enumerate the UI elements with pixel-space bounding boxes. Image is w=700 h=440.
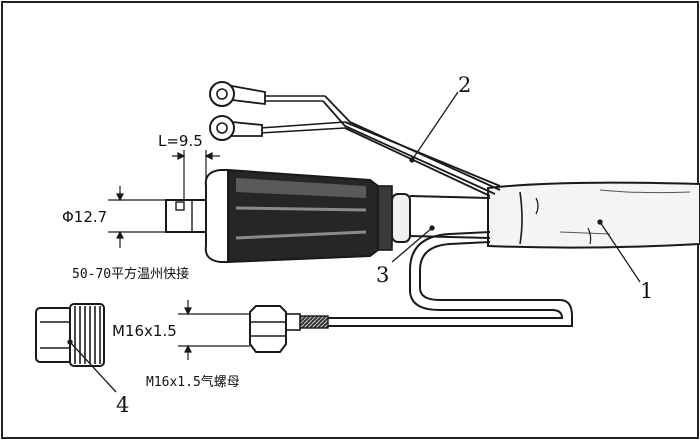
gas-fitting	[249, 305, 329, 353]
dimension-thread	[178, 300, 250, 360]
thread-dimension-label: M16x1.5	[112, 322, 177, 340]
power-cable	[409, 195, 491, 239]
dimension-length	[172, 150, 220, 200]
callout-4-label: 4	[116, 393, 129, 417]
callout-3-label: 3	[376, 263, 389, 287]
leader-lines	[67, 91, 641, 393]
diameter-dimension-label: Φ12.7	[62, 208, 107, 226]
ring-terminal-bottom	[209, 115, 263, 141]
nut-caption: M16x1.5气螺母	[146, 374, 240, 390]
signal-wires	[259, 95, 501, 197]
ring-terminal-top	[209, 81, 266, 107]
main-cable-sheath	[487, 181, 700, 249]
connector-caption: 50-70平方温州快接	[72, 266, 189, 282]
length-dimension-label: L=9.5	[158, 132, 203, 150]
gas-nut	[35, 303, 105, 367]
callout-1-label: 1	[640, 279, 653, 303]
callout-2-label: 2	[458, 73, 471, 97]
gas-hose	[326, 231, 573, 327]
dimension-diameter	[108, 186, 166, 248]
quick-connector	[165, 168, 411, 264]
